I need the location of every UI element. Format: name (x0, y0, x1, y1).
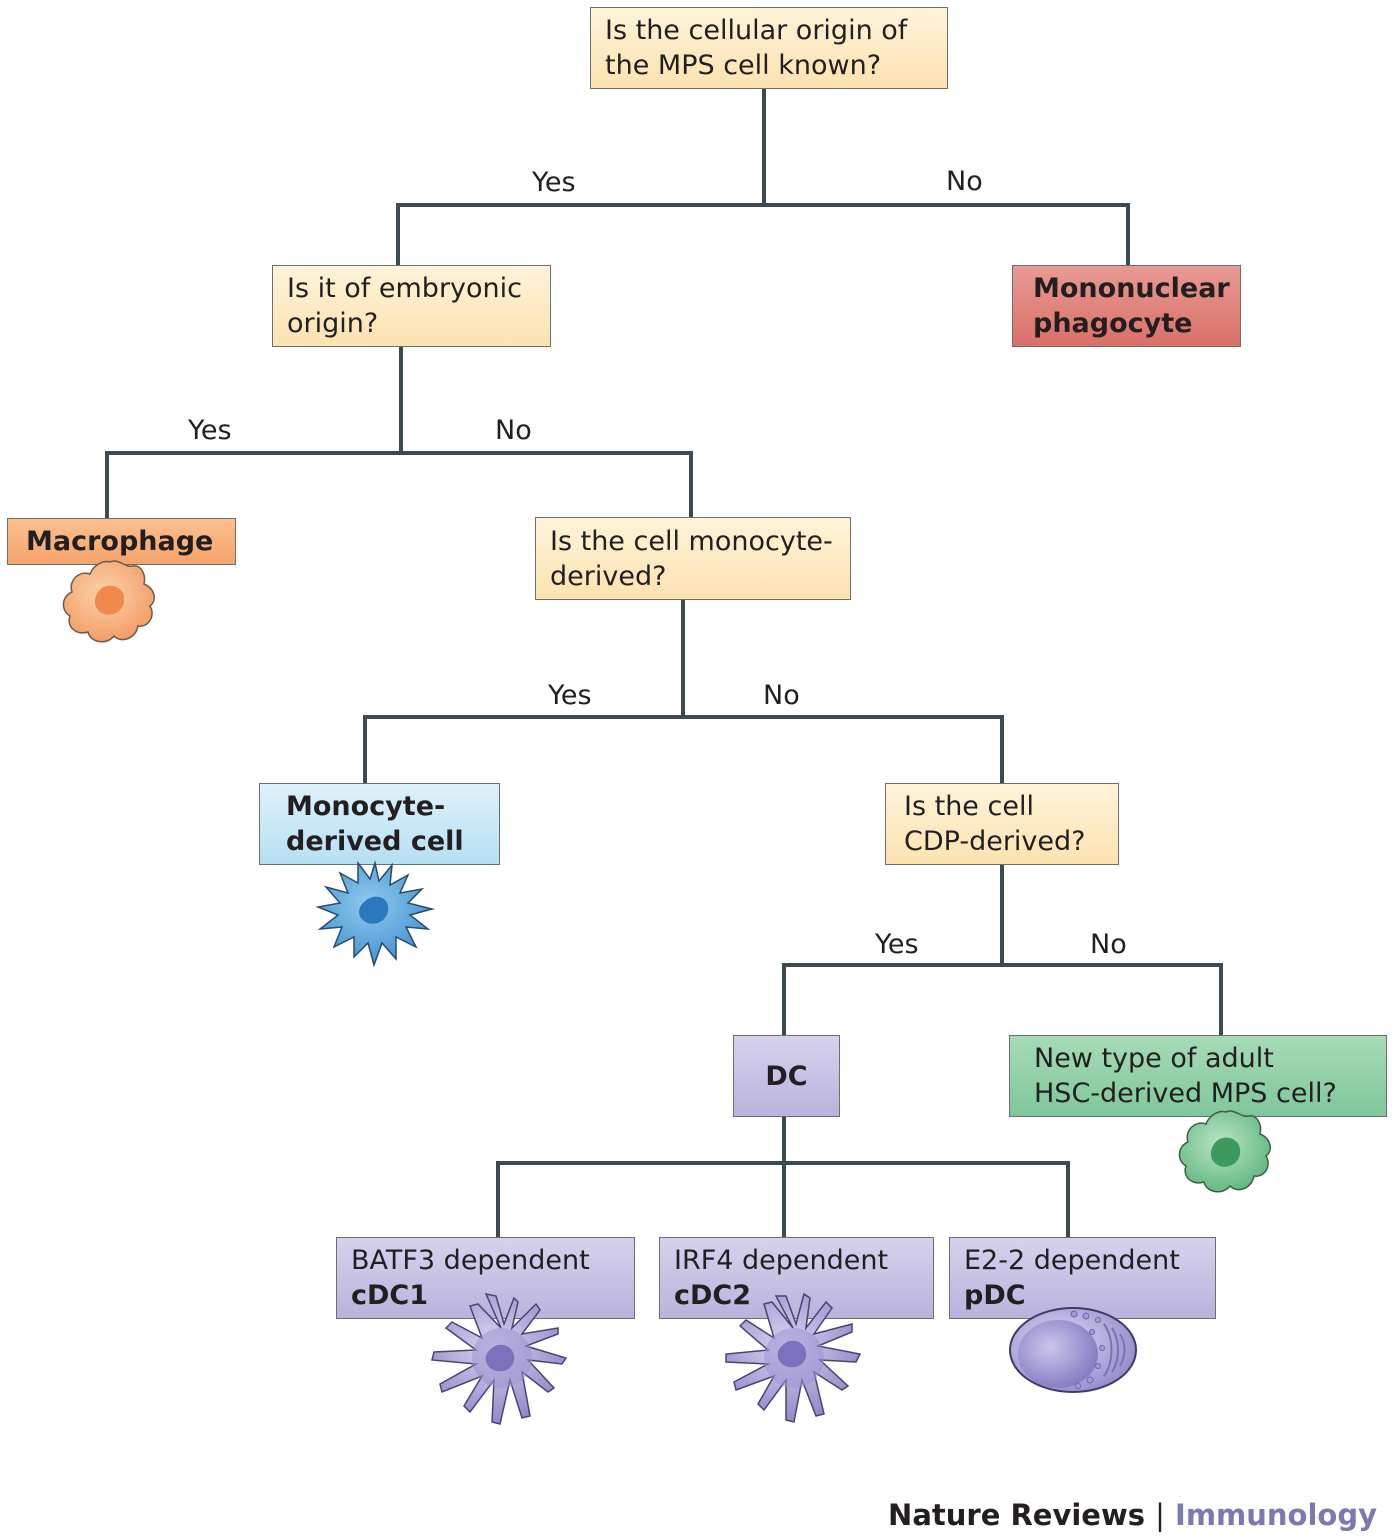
macrophage-cell-icon (62, 560, 155, 643)
branch-label-no: No (763, 680, 800, 711)
branch-label-yes: Yes (188, 415, 232, 446)
node-text-line: Mononuclear (1033, 273, 1230, 304)
node-text-line: DC (765, 1060, 808, 1092)
node-text-line: derived cell (286, 826, 464, 857)
pdc-cell-icon (1009, 1307, 1137, 1393)
node-macrophage: Macrophage (7, 518, 236, 565)
publication-credit: Nature Reviews | Immunology (888, 1498, 1377, 1532)
node-text-line: BATF3 dependent (351, 1245, 590, 1276)
question-text-line: Is the cell (904, 791, 1034, 822)
node-text-line: phagocyte (1033, 308, 1193, 339)
node-text-line: cDC1 (351, 1280, 429, 1311)
node-text-line: pDC (964, 1280, 1026, 1311)
branch-label-yes: Yes (532, 167, 576, 198)
node-text-line: Monocyte- (286, 791, 446, 822)
node-pdc: E2-2 dependent pDC (949, 1237, 1216, 1319)
node-monocyte-derived-cell: Monocyte- derived cell (259, 783, 500, 865)
cdc2-cell-icon (725, 1292, 862, 1423)
node-cdc2: IRF4 dependent cDC2 (659, 1237, 934, 1319)
question-cdp-derived: Is the cell CDP-derived? (885, 783, 1119, 865)
node-text-line: E2-2 dependent (964, 1245, 1180, 1276)
question-text-line: the MPS cell known? (605, 50, 882, 81)
hsc-cell-icon (1178, 1110, 1271, 1193)
node-cdc1: BATF3 dependent cDC1 (336, 1237, 635, 1319)
question-text-line: origin? (287, 308, 379, 339)
branch-label-yes: Yes (875, 929, 919, 960)
branch-label-yes: Yes (548, 680, 592, 711)
question-text-line: CDP-derived? (904, 826, 1086, 857)
node-dc: DC (733, 1035, 840, 1117)
branch-label-no: No (946, 166, 983, 197)
node-text-line: HSC-derived MPS cell? (1034, 1078, 1337, 1109)
question-cellular-origin-known: Is the cellular origin of the MPS cell k… (590, 7, 948, 89)
node-mononuclear-phagocyte: Mononuclear phagocyte (1012, 265, 1241, 347)
question-text-line: Is the cellular origin of (605, 15, 908, 46)
branch-label-no: No (1090, 929, 1127, 960)
question-embryonic-origin: Is it of embryonic origin? (272, 265, 551, 347)
question-text-line: Is the cell monocyte- (550, 525, 833, 557)
node-text-line: Macrophage (26, 526, 214, 557)
question-monocyte-derived: Is the cell monocyte- derived? (535, 517, 851, 600)
monocyte-cell-icon (315, 860, 435, 968)
node-new-hsc-derived-mps-cell: New type of adult HSC-derived MPS cell? (1009, 1035, 1387, 1117)
credit-separator: | (1155, 1498, 1165, 1532)
branch-label-no: No (495, 415, 532, 446)
publisher-name: Nature Reviews (888, 1498, 1146, 1532)
node-text-line: IRF4 dependent (674, 1245, 889, 1276)
node-text-line: cDC2 (674, 1280, 752, 1311)
journal-name: Immunology (1175, 1498, 1377, 1532)
cdc1-cell-icon (431, 1292, 568, 1425)
question-text-line: derived? (550, 560, 667, 592)
node-text-line: New type of adult (1034, 1043, 1274, 1074)
question-text-line: Is it of embryonic (287, 273, 522, 304)
